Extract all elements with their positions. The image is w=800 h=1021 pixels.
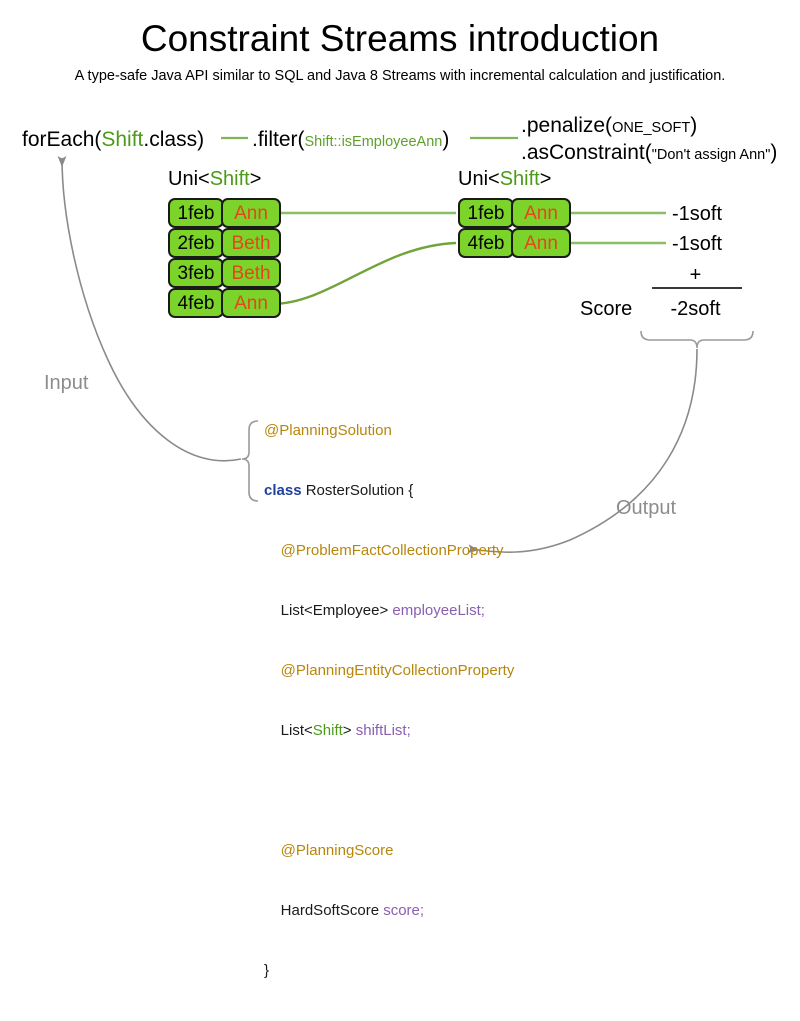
code-line-score-field: HardSoftScore score; (264, 901, 514, 921)
expr-penalize-suffix: ) (690, 114, 698, 137)
code-class-name-text: RosterSolution { (305, 482, 414, 499)
expr-as-constraint-suffix: ) (770, 141, 778, 164)
expr-foreach-prefix: forEach( (22, 128, 102, 151)
code-field: shiftList; (355, 722, 411, 739)
slide-canvas: Constraint Streams introduction A type-s… (22, 18, 777, 979)
code-annotation: @PlanningSolution (264, 422, 392, 439)
code-line-blank (264, 781, 514, 801)
expr-penalize: .penalize(ONE_SOFT) (521, 114, 697, 138)
fact-row: 4feb Ann (168, 288, 281, 318)
uni-right-type: Shift (499, 168, 540, 190)
score-label: Score (580, 298, 633, 320)
fact-employee: Ann (511, 198, 571, 228)
fact-date: 1feb (458, 198, 514, 228)
expr-as-constraint-prefix: .asConstraint( (521, 141, 652, 164)
uni-right-prefix: Uni< (458, 168, 500, 190)
code-line-annotation-score: @PlanningScore (264, 841, 514, 861)
code-block: @PlanningSolution class RosterSolution {… (264, 381, 514, 1021)
code-field: employeeList; (392, 602, 485, 619)
expr-penalize-prefix: .penalize( (521, 114, 613, 137)
code-type: List<Employee> (280, 602, 393, 619)
code-line-class-decl: class RosterSolution { (264, 481, 514, 501)
code-line-shift-list: List<Shift> shiftList; (264, 721, 514, 741)
code-line-closing-brace: } (264, 961, 514, 981)
expr-filter-suffix: ) (442, 128, 450, 151)
code-line-annotation-solution: @PlanningSolution (264, 421, 514, 441)
fact-date: 4feb (168, 288, 224, 318)
expr-filter-prefix: .filter( (252, 128, 305, 151)
expr-as-constraint: .asConstraint("Don't assign Ann") (521, 141, 777, 165)
fact-row: 3feb Beth (168, 258, 281, 288)
code-type-shift: Shift (312, 722, 343, 739)
fact-employee: Beth (221, 228, 281, 258)
code-keyword: class (264, 482, 302, 499)
code-line-employee-list: List<Employee> employeeList; (264, 601, 514, 621)
fact-employee: Ann (511, 228, 571, 258)
fact-row: 4feb Ann (458, 228, 571, 258)
uni-caption-left: Uni<Shift> (168, 168, 261, 191)
expr-filter-arg: Shift::isEmployeeAnn (304, 134, 443, 150)
fact-row: 1feb Ann (168, 198, 281, 228)
penalty-label: -1soft (672, 233, 723, 255)
fact-date: 2feb (168, 228, 224, 258)
fact-row: 2feb Beth (168, 228, 281, 258)
code-field: score; (383, 902, 425, 919)
fact-date: 4feb (458, 228, 514, 258)
expr-penalize-arg: ONE_SOFT (612, 120, 691, 136)
penalty-label: -1soft (672, 203, 723, 225)
uni-right-suffix: > (539, 168, 552, 190)
score-total: -2soft (670, 298, 721, 320)
uni-left-type: Shift (209, 168, 250, 190)
score-operator: + (689, 264, 702, 286)
code-annotation: @PlanningScore (280, 842, 394, 859)
output-label: Output (616, 497, 677, 519)
uni-caption-right: Uni<Shift> (458, 168, 551, 191)
fact-employee: Ann (221, 198, 281, 228)
fact-date: 3feb (168, 258, 224, 288)
code-type: HardSoftScore (280, 902, 384, 919)
expr-foreach-suffix: .class) (143, 128, 205, 151)
fact-employee: Ann (221, 288, 281, 318)
fact-employee: Beth (221, 258, 281, 288)
uni-left-suffix: > (249, 168, 262, 190)
expr-foreach: forEach(Shift.class) (22, 128, 204, 152)
code-annotation: @PlanningEntityCollectionProperty (280, 662, 515, 679)
page-title: Constraint Streams introduction (140, 18, 660, 59)
page-subtitle: A type-safe Java API similar to SQL and … (74, 68, 726, 84)
expr-filter: .filter(Shift::isEmployeeAnn) (252, 128, 449, 152)
code-annotation: @ProblemFactCollectionProperty (280, 542, 504, 559)
expr-as-constraint-arg: "Don't assign Ann" (651, 147, 771, 163)
uni-left-prefix: Uni< (168, 168, 210, 190)
expr-foreach-type: Shift (101, 128, 144, 151)
code-type: > (342, 722, 356, 739)
code-line-annotation-problem-fact: @ProblemFactCollectionProperty (264, 541, 514, 561)
fact-row: 1feb Ann (458, 198, 571, 228)
fact-date: 1feb (168, 198, 224, 228)
code-brace: } (264, 962, 270, 979)
code-type: List< (280, 722, 313, 739)
code-line-annotation-planning-entity: @PlanningEntityCollectionProperty (264, 661, 515, 681)
input-label: Input (44, 372, 89, 394)
